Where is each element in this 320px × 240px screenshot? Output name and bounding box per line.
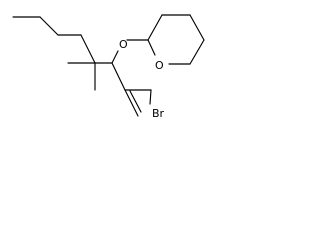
bond-to-bromine (149, 89, 152, 105)
gem-dimethyl (67, 62, 96, 91)
bond-vinyl-double-inner (129, 90, 142, 113)
ring-bond-4 (189, 39, 205, 65)
structure-diagram: O O Br (12, 14, 205, 120)
ring-bond-3 (189, 14, 205, 41)
vinyl-bromide (124, 89, 152, 117)
pentyl-chain (12, 16, 96, 64)
bond-vinyl-double-outer (124, 89, 139, 117)
bond-ch-to-vinyl (111, 62, 126, 91)
bond-chain-2 (39, 16, 59, 36)
bond-ch-to-ether-o (111, 50, 119, 64)
tetrahydropyran-ring (147, 14, 205, 65)
ring-oxygen-label: O (155, 59, 164, 72)
backbone (94, 50, 126, 91)
bromine-label: Br (152, 107, 165, 120)
ring-bond-6 (147, 39, 156, 56)
ring-bond-1 (147, 14, 163, 41)
ether-oxygen-label: O (119, 38, 128, 51)
bond-chain-4 (80, 34, 96, 64)
